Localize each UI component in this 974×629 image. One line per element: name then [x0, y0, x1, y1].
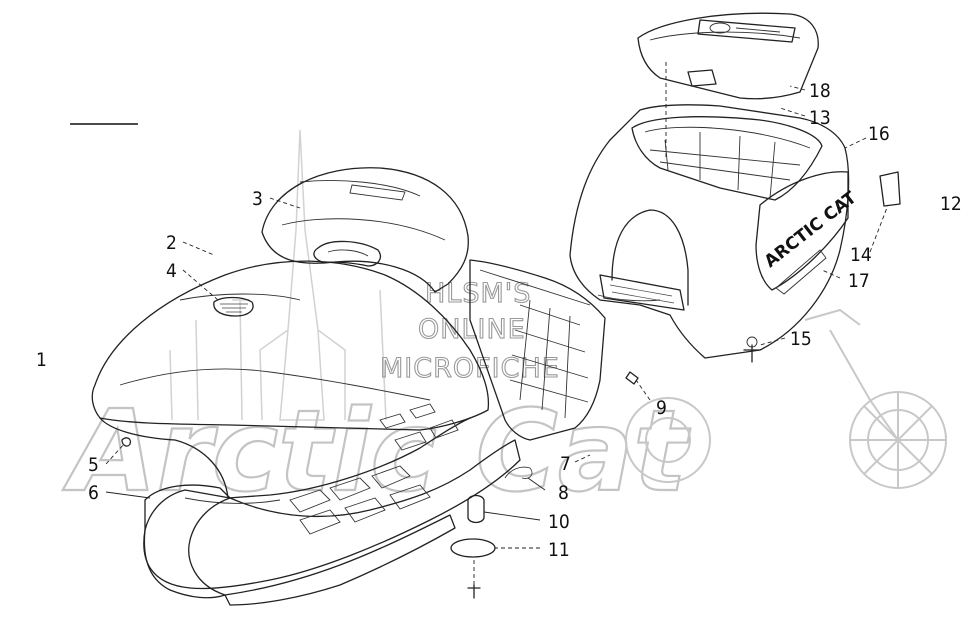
- callout-18: 18: [809, 80, 831, 102]
- leader-17: [821, 269, 841, 279]
- leader-16: [844, 137, 867, 149]
- leader-6: [105, 491, 151, 499]
- backrest-logo: [349, 184, 406, 201]
- callout-2: 2: [166, 232, 177, 254]
- seat-cushion: [91, 260, 490, 431]
- box-front-arch: [611, 209, 689, 306]
- seat-side-emblem: [213, 296, 254, 317]
- callout-9: 9: [656, 397, 667, 419]
- leader-3: [269, 197, 301, 209]
- floor-cutouts: [289, 403, 459, 535]
- box-opening-grid: [649, 132, 801, 199]
- seat-assembly: [91, 167, 639, 606]
- callout-8: 8: [558, 482, 569, 504]
- seat-skirt: [143, 484, 231, 599]
- leader-5: [105, 443, 125, 465]
- callout-14: 14: [850, 244, 872, 266]
- seat-floor-frame: [143, 439, 521, 590]
- watermark: Arctic Cat HLSM'S ONLINE MICROFICHE: [61, 129, 947, 518]
- lid-latch-tab: [687, 69, 717, 87]
- leader-4: [182, 269, 219, 301]
- box-screw: [743, 344, 761, 363]
- callout-11: 11: [548, 539, 570, 561]
- watermark-logo: Arctic Cat: [62, 387, 690, 517]
- support-post: [467, 494, 485, 524]
- leader-10: [483, 511, 541, 521]
- callout-16: 16: [868, 123, 890, 145]
- box-latch-bar: [599, 274, 685, 311]
- callout-12: 12: [940, 193, 962, 215]
- latch-spring: [504, 466, 533, 479]
- latch-hook: [625, 371, 639, 385]
- rear-bracket-plate: [469, 259, 606, 441]
- callout-10: 10: [548, 511, 570, 533]
- watermark-line-3: MICROFICHE: [380, 353, 560, 384]
- storage-lid: [637, 12, 819, 100]
- watermark-line-2: ONLINE: [418, 314, 526, 345]
- leader-7: [574, 454, 591, 463]
- leader-8: [527, 477, 546, 491]
- leader-14: [869, 204, 889, 253]
- decal-hook: [879, 171, 901, 207]
- callout-13: 13: [809, 107, 831, 129]
- seat-clip: [121, 437, 132, 447]
- bottom-screw: [467, 584, 481, 599]
- front-lower-panel: [224, 514, 456, 606]
- rubber-pad: [450, 538, 496, 558]
- lid-logo-badge: [697, 19, 796, 43]
- leader-lines: [105, 62, 889, 585]
- leader-2: [182, 241, 215, 256]
- callout-1: 1: [36, 349, 47, 371]
- bracket-grid: [509, 299, 589, 419]
- callout-7: 7: [560, 453, 571, 475]
- box-opening: [631, 116, 823, 201]
- callout-3: 3: [252, 188, 263, 210]
- leader-13: [779, 107, 806, 117]
- watermark-motorcycle: [625, 308, 947, 489]
- callout-17: 17: [848, 270, 870, 292]
- lid-panel: [637, 12, 819, 100]
- callout-6: 6: [88, 482, 99, 504]
- callout-4: 4: [166, 260, 177, 282]
- callout-labels: 1 2 3 4 5 6 7 8 9 10 11 12 13 14 15 16 1…: [36, 80, 962, 561]
- watermark-spire: [169, 129, 387, 421]
- seat-handle: [313, 240, 382, 267]
- seat-base: [99, 417, 471, 499]
- storage-box: ARCTIC CAT: [569, 104, 901, 363]
- leader-15: [759, 337, 786, 346]
- callout-5: 5: [88, 454, 99, 476]
- leader-18: [789, 85, 806, 91]
- callout-15: 15: [790, 328, 812, 350]
- watermark-line-1: HLSM'S: [425, 278, 531, 309]
